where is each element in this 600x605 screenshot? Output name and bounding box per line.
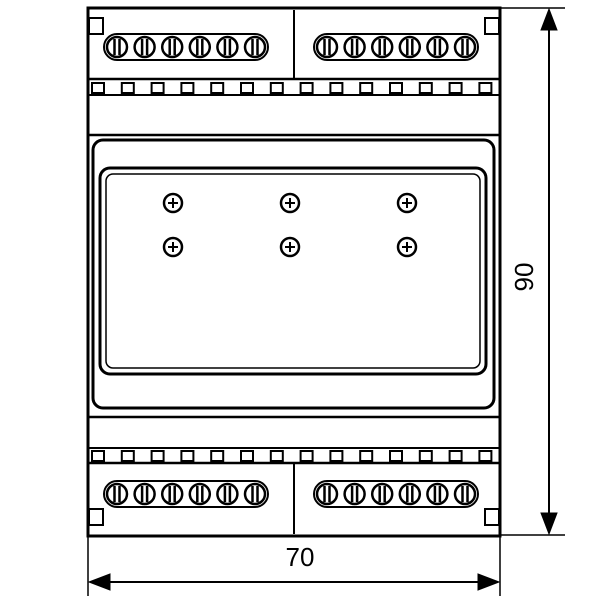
vent-slot (269, 82, 284, 94)
vent-slot (210, 450, 225, 462)
housing-shoulders (88, 133, 500, 419)
terminal-strip (313, 33, 479, 61)
vent-slot (269, 450, 284, 462)
front-cover-outer (91, 138, 496, 410)
vent-slot (210, 82, 225, 94)
vent-slot (448, 450, 463, 462)
corner-tab (484, 508, 500, 526)
terminal-screw-icon (343, 35, 366, 59)
height-arrow-up (540, 7, 558, 31)
module-housing (86, 6, 502, 538)
front-cover-inner-inset (105, 173, 481, 369)
vent-slot (120, 450, 135, 462)
vent-slot (150, 450, 165, 462)
front-cover-inner (98, 166, 488, 376)
terminal-screw-icon (160, 482, 184, 506)
vent-slot (120, 82, 135, 94)
vent-slot (180, 450, 195, 462)
front-panel-screws (162, 192, 418, 258)
terminal-screw-icon (105, 35, 129, 59)
terminal-screw-icon (453, 35, 477, 59)
vent-slot (418, 450, 433, 462)
vent-slot (329, 82, 344, 94)
vent-slot (91, 82, 105, 94)
vent-slot (299, 450, 314, 462)
front-cover (91, 138, 496, 410)
width-dimension: 70 (87, 536, 501, 596)
width-arrow-right (477, 573, 501, 591)
terminal-screw-icon (398, 35, 422, 59)
vent-slot (150, 82, 165, 94)
terminal-screw-icon (426, 482, 449, 506)
vent-slot (240, 450, 254, 462)
terminal-screw-icon (188, 482, 212, 506)
terminal-screw-icon (216, 35, 239, 59)
vent-slot (418, 82, 433, 94)
terminal-screw-icon (160, 35, 184, 59)
terminal-strip (103, 480, 269, 508)
height-label: 90 (509, 263, 539, 292)
terminal-screw-icon (243, 482, 267, 506)
vent-slot (478, 450, 493, 462)
vent-slot (389, 450, 403, 462)
vent-slot (329, 450, 344, 462)
terminal-strip (313, 480, 479, 508)
vent-slot (180, 82, 195, 94)
terminal-screw-icon (133, 35, 156, 59)
terminal-screw-icon (370, 35, 394, 59)
terminal-screw-icon (426, 35, 449, 59)
terminal-block-bottom-left (103, 480, 269, 508)
vent-slots-top (91, 82, 493, 94)
terminal-screw-icon (243, 35, 267, 59)
terminal-screw-icon (105, 482, 129, 506)
terminal-screw-icon (343, 482, 366, 506)
terminal-screw-icon (133, 482, 156, 506)
vent-slot (359, 82, 374, 94)
terminal-screw-icon (315, 35, 339, 59)
terminal-screw-icon (216, 482, 239, 506)
terminal-block-bottom-right (313, 480, 479, 508)
height-arrow-down (540, 512, 558, 536)
terminal-block-top-right (313, 33, 479, 61)
vent-slot (91, 450, 105, 462)
vent-slot (389, 82, 403, 94)
top-terminal-section (88, 10, 500, 81)
terminal-strip (103, 33, 269, 61)
corner-tab (88, 17, 104, 35)
terminal-screw-icon (453, 482, 477, 506)
corner-tab (484, 17, 500, 35)
terminal-screw-icon (398, 482, 422, 506)
corner-tab (88, 508, 104, 526)
vent-slots-bottom (91, 450, 493, 462)
terminal-screw-icon (315, 482, 339, 506)
vent-slot (478, 82, 493, 94)
vent-slot (299, 82, 314, 94)
width-arrow-left (87, 573, 111, 591)
terminal-block-top-left (103, 33, 269, 61)
housing-outline (86, 6, 502, 538)
terminal-screw-icon (370, 482, 394, 506)
width-label: 70 (286, 542, 315, 572)
terminal-screw-icon (188, 35, 212, 59)
vent-slot (240, 82, 254, 94)
height-dimension: 90 (500, 7, 565, 536)
vent-slot (359, 450, 374, 462)
bottom-terminal-section (88, 461, 500, 534)
vent-slot (448, 82, 463, 94)
